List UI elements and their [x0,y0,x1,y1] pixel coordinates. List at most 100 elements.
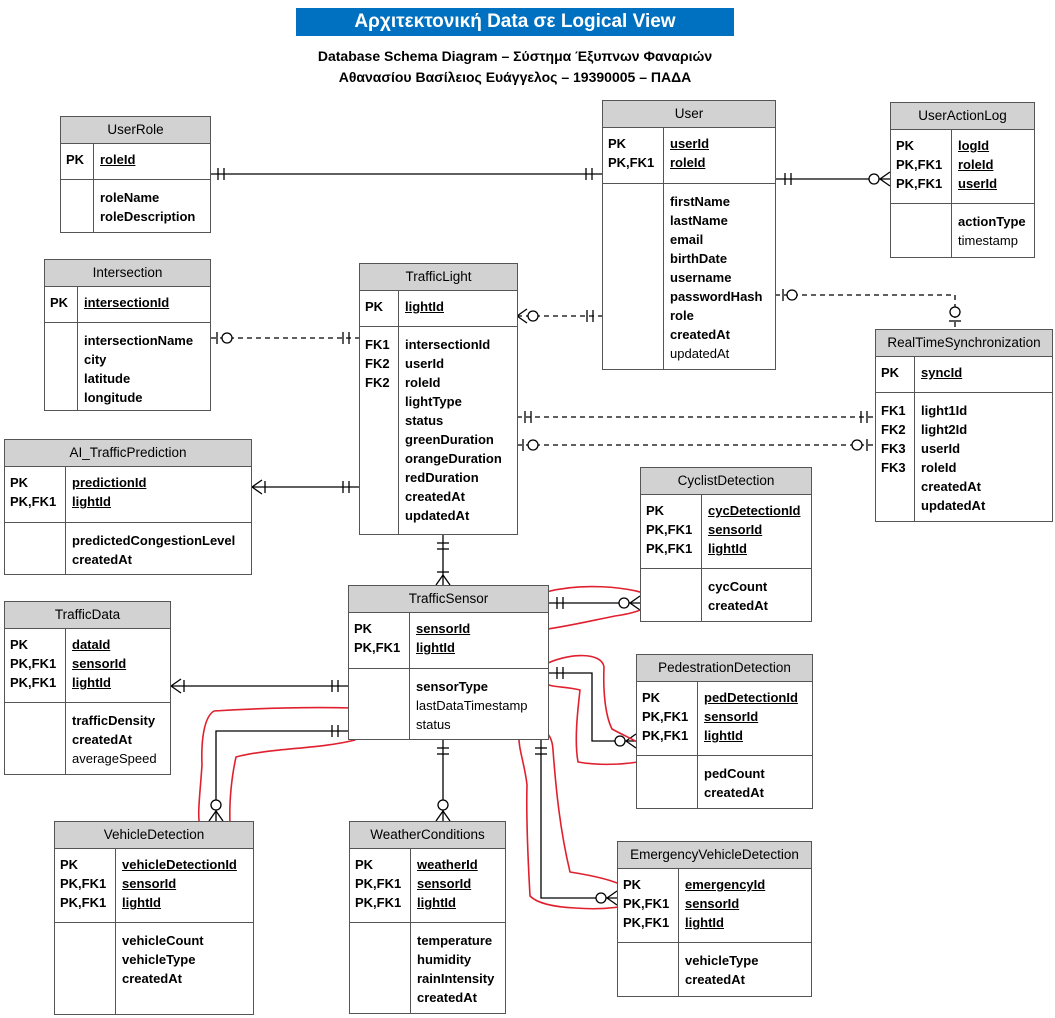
entity-row: PK pedDetectionId [637,688,812,707]
field-createdat: createdAt [72,552,132,567]
entity-row: temperature [350,931,505,950]
field-timestamp: timestamp [958,233,1018,248]
key-column-divider [5,703,66,775]
key-label: FK1 [881,403,906,418]
field-createdat: createdAt [704,785,764,800]
rel-user-useractionlog [775,171,891,187]
entity-title: RealTimeSynchronization [876,330,1052,357]
entity-row: greenDuration [360,430,517,449]
entity-title: TrafficData [5,602,170,629]
key-column-divider [360,327,399,535]
key-label: PK,FK1 [608,155,655,170]
field-redduration: redDuration [405,470,479,485]
field-roleid: roleId [670,155,706,170]
key-label: PK,FK1 [10,675,57,690]
field-greenduration: greenDuration [405,432,494,447]
entity-row: rainIntensity [350,969,505,988]
entity-row: createdAt [360,487,517,506]
field-logid: logId [958,138,990,153]
field-longitude: longitude [84,390,143,405]
field-createdat: createdAt [122,971,182,986]
key-column-divider [637,756,698,809]
field-lightid: lightId [416,640,455,655]
rel-trafficlight-user [516,308,602,324]
field-status: status [416,717,451,732]
field-updatedat: updatedAt [670,346,730,361]
key-label: PK,FK1 [10,656,57,671]
field-username: username [670,270,732,285]
field-actiontype: actionType [958,214,1026,229]
entity-title: AI_TrafficPrediction [5,440,251,467]
key-label: FK3 [881,460,906,475]
key-label: FK2 [365,356,390,371]
annotation-cyclist-link [535,585,653,631]
key-column-divider [603,184,664,370]
key-label: PK [642,690,661,705]
key-column-divider [350,923,411,1014]
entity-title: CyclistDetection [641,468,811,495]
field-intersectionid: intersectionId [405,337,491,352]
field-trafficdensity: trafficDensity [72,713,156,728]
entity-title: PedestrationDetection [637,655,812,682]
rel-trafficsensor-weather [435,740,451,822]
field-createdat: createdAt [72,732,132,747]
field-averagespeed: averageSpeed [72,751,157,766]
entity-row: lastDataTimestamp [349,696,548,715]
field-cycdetectionid: cycDetectionId [708,503,801,518]
entity-row: lastName [603,211,775,230]
key-column-divider [55,923,116,1015]
field-lightid: lightId [72,675,111,690]
field-lightid: lightId [417,895,456,910]
key-label: PK [354,621,373,636]
key-column-divider [641,569,702,622]
entity-title: VehicleDetection [55,822,253,849]
attribute-section: trafficDensity createdAt averageSpeed [5,703,170,775]
entity-row: birthDate [603,249,775,268]
field-email: email [670,232,704,247]
key-column-divider [360,291,399,326]
key-column-divider [350,849,411,922]
field-firstname: firstName [670,194,730,209]
key-label: PK [608,136,627,151]
rel-user-realtimesync [775,289,961,328]
field-roleid: roleId [921,460,957,475]
field-passwordhash: passwordHash [670,289,763,304]
field-latitude: latitude [84,371,131,386]
key-label: FK2 [365,375,390,390]
field-createdat: createdAt [708,598,768,613]
field-peddetectionid: pedDetectionId [704,690,798,705]
entity-row: trafficDensity [5,711,170,730]
entity-row: status [360,411,517,430]
field-roleid: roleId [405,375,441,390]
entity-title: TrafficSensor [349,586,548,613]
entity-row: timestamp [891,231,1034,250]
rel-trafficlight-realtimesync-1 [517,411,875,423]
key-column-divider [61,180,94,233]
key-label: PK,FK1 [60,876,107,891]
entity-row: vehicleType [618,951,811,970]
key-label: PK [50,295,69,310]
field-createdat: createdAt [405,489,465,504]
